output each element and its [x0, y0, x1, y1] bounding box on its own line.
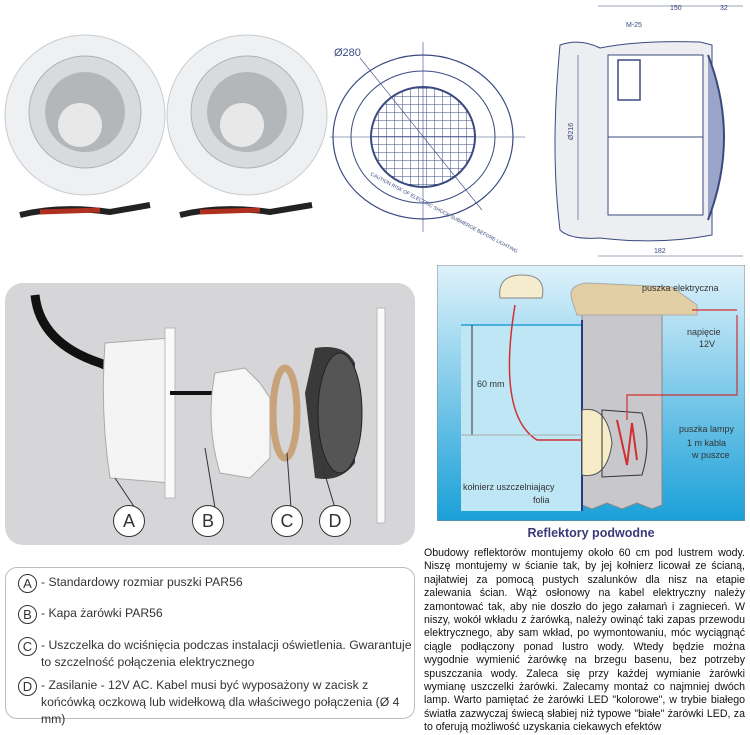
- legend-text: - Zasilanie - 12V AC. Kabel musi być wyp…: [41, 678, 400, 726]
- installation-diagram: puszka elektryczna napięcie 12V 60 mm pu…: [437, 265, 745, 521]
- exploded-view-drawing: [30, 294, 386, 524]
- legend-box: A - Standardowy rozmiar puszki PAR56 B -…: [5, 567, 416, 726]
- article-body: Obudowy reflektorów montujemy około 60 c…: [424, 547, 745, 734]
- legend-letter: B: [18, 605, 37, 624]
- legend-text: - Standardowy rozmiar puszki PAR56: [41, 575, 243, 589]
- article-title: Reflektory podwodne: [527, 526, 655, 540]
- voltage-value: 12V: [699, 339, 715, 349]
- label-d: D: [319, 505, 351, 537]
- foil-label: folia: [533, 495, 550, 505]
- lamp-photo-2: [166, 34, 328, 218]
- legend-letter: C: [18, 637, 37, 656]
- legend-text: - Kapa żarówki PAR56: [41, 606, 163, 620]
- product-photos: [4, 34, 328, 218]
- label-b: B: [192, 505, 224, 537]
- diameter-label: Ø280: [334, 47, 361, 59]
- cable-label: 1 m kabla: [687, 438, 726, 448]
- side-technical-drawing: 150 32 M-25 Ø216 182: [554, 5, 743, 257]
- depth-label: 60 mm: [477, 379, 505, 389]
- junction-box-label: puszka elektryczna: [642, 283, 719, 293]
- front-technical-drawing: Ø280 CAUTION RISK OF ELECTRIC SHOCK SUBM…: [330, 42, 525, 255]
- legend-letter: A: [18, 574, 37, 593]
- label-a: A: [113, 505, 145, 537]
- thread-label: M-25: [626, 22, 642, 29]
- legend-item-c: C - Uszczelka do wciśnięcia podczas inst…: [18, 637, 416, 671]
- exploded-view-panel: A B C D: [5, 283, 415, 545]
- dim-32: 32: [720, 5, 728, 12]
- legend-item-d: D - Zasilanie - 12V AC. Kabel musi być w…: [18, 677, 416, 728]
- lamp-photo-1: [4, 34, 166, 218]
- legend-text: - Uszczelka do wciśnięcia podczas instal…: [41, 638, 412, 669]
- legend-item-b: B - Kapa żarówki PAR56: [18, 605, 416, 624]
- legend-item-a: A - Standardowy rozmiar puszki PAR56: [18, 574, 416, 593]
- dim-150: 150: [670, 5, 682, 12]
- seal-flange-label: kołnierz uszczelniający: [463, 482, 555, 492]
- dim-216: Ø216: [568, 123, 575, 140]
- label-c: C: [271, 505, 303, 537]
- legend-letter: D: [18, 677, 37, 696]
- cable-label-2: w puszce: [691, 450, 730, 460]
- lamp-box-label: puszka lampy: [679, 424, 735, 434]
- dim-182: 182: [654, 248, 666, 255]
- voltage-label: napięcie: [687, 327, 721, 337]
